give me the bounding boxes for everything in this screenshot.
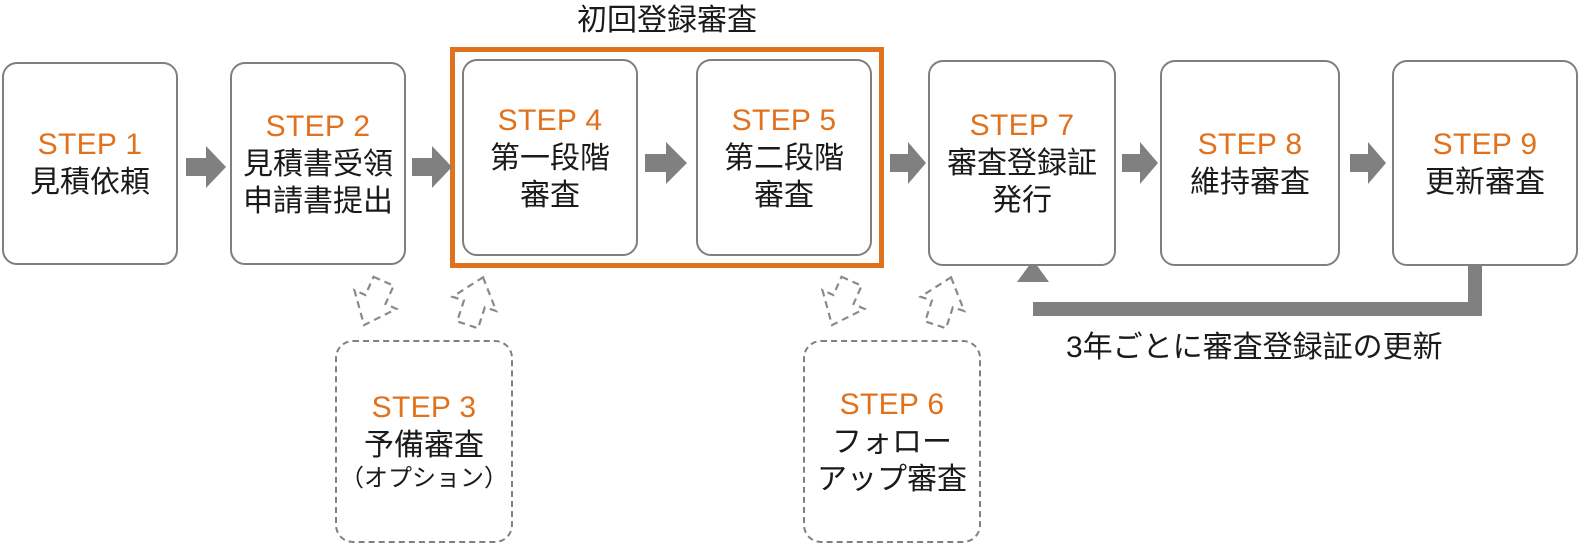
- step-box-step-6[interactable]: STEP 6 フォロー アップ審査: [803, 340, 981, 543]
- step-9-id: STEP 9: [1432, 127, 1538, 161]
- arrow-step4-to-step5-icon: [645, 142, 687, 184]
- arrow-step3-to-step4-icon: [446, 272, 504, 332]
- step-6-title: フォロー アップ審査: [817, 425, 967, 496]
- initial-registration-audit-group-frame: [450, 47, 884, 268]
- step-4-id: STEP 4: [497, 103, 603, 137]
- arrow-step5-to-step7-icon: [890, 142, 926, 184]
- step-5-title: 第二段階 審査: [724, 141, 844, 212]
- arrow-step9-to-step7-renewal-loop-icon: [995, 258, 1505, 338]
- arrow-step2-to-step3-icon: [344, 275, 402, 333]
- step-box-step-2[interactable]: STEP 2 見積書受領 申請書提出: [230, 62, 406, 265]
- arrow-step8-to-step9-icon: [1350, 142, 1386, 184]
- arrow-step1-to-step2-icon: [186, 146, 226, 188]
- step-5-id: STEP 5: [731, 103, 837, 137]
- step-box-step-8[interactable]: STEP 8 維持審査: [1160, 60, 1340, 266]
- step-3-note: （オプション）: [340, 465, 508, 492]
- step-7-id: STEP 7: [969, 109, 1075, 142]
- step-box-step-3[interactable]: STEP 3 予備審査 （オプション）: [335, 340, 513, 543]
- step-2-title: 見積書受領 申請書提出: [243, 147, 393, 218]
- step-8-id: STEP 8: [1197, 127, 1303, 161]
- arrow-step6-to-step7-icon: [914, 272, 972, 332]
- step-2-id: STEP 2: [265, 109, 371, 143]
- step-3-id: STEP 3: [371, 391, 477, 424]
- step-4-title: 第一段階 審査: [490, 141, 610, 212]
- step-8-title: 維持審査: [1190, 165, 1310, 199]
- step-box-step-7[interactable]: STEP 7 審査登録証 発行: [928, 60, 1116, 266]
- arrow-step5-to-step6-icon: [812, 275, 870, 333]
- step-1-title: 見積依頼: [30, 166, 150, 199]
- step-box-step-1[interactable]: STEP 1 見積依頼: [2, 62, 178, 265]
- step-1-id: STEP 1: [37, 128, 143, 161]
- step-box-step-9[interactable]: STEP 9 更新審査: [1392, 60, 1578, 266]
- step-box-step-4[interactable]: STEP 4 第一段階 審査: [462, 59, 638, 256]
- step-3-title: 予備審査: [364, 429, 484, 462]
- arrow-step7-to-step8-icon: [1122, 142, 1158, 184]
- renewal-cycle-label: 3年ごとに審査登録証の更新: [1066, 331, 1443, 364]
- step-box-step-5[interactable]: STEP 5 第二段階 審査: [696, 59, 872, 256]
- step-7-title: 審査登録証 発行: [947, 147, 1097, 217]
- arrow-step2-to-step4-icon: [412, 146, 452, 188]
- step-9-title: 更新審査: [1425, 165, 1545, 199]
- step-6-id: STEP 6: [839, 387, 945, 421]
- initial-registration-audit-group-label: 初回登録審査: [577, 4, 757, 37]
